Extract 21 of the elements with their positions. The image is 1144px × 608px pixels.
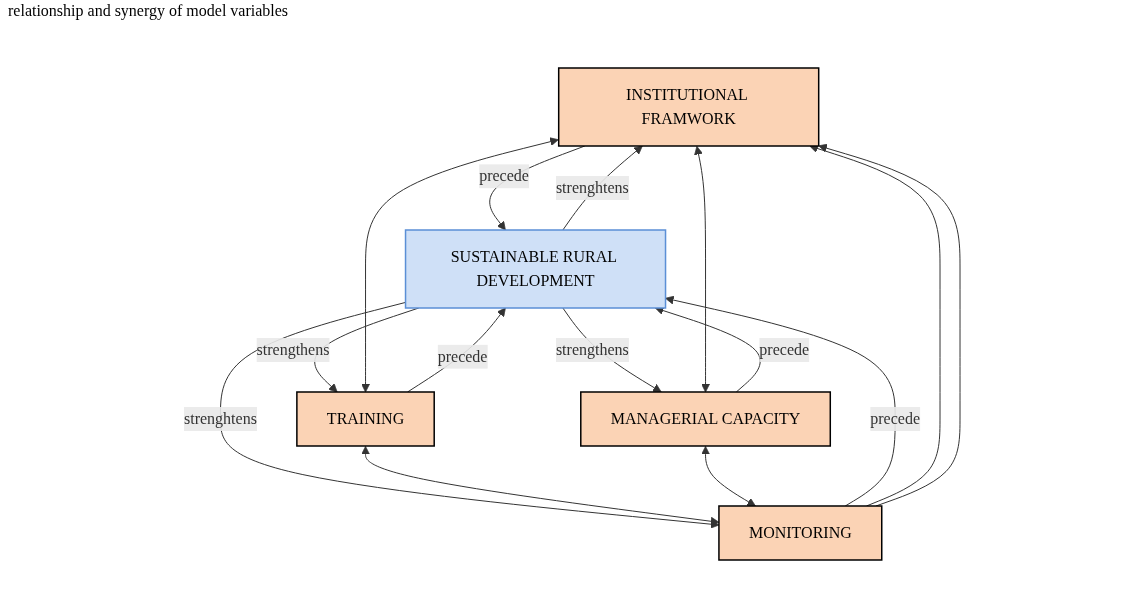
arrow [665, 295, 896, 507]
node-box: MANAGERIAL CAPACITY [580, 391, 831, 447]
node-box: TRAINING [296, 391, 435, 447]
edge-label: precede [437, 347, 488, 365]
arrow [361, 137, 559, 393]
edge-label: strenghtens [555, 179, 629, 196]
node-box: INSTITUTIONAL FRAMWORK [557, 67, 820, 147]
edge-label: strengthens [555, 341, 629, 358]
edge-label: strengthens [256, 341, 330, 358]
edge-label: precede [870, 410, 920, 427]
node-box: MONITORING [718, 505, 883, 561]
edge-label: precede [759, 341, 810, 358]
edge-label: strenghtens [183, 410, 257, 427]
arrow [407, 307, 506, 393]
arrow [818, 143, 961, 507]
arrow [694, 146, 710, 393]
arrow [809, 144, 941, 507]
edge-label: precede [479, 167, 529, 185]
node-box: SUSTAINABLE RURAL DEVELOPMENT [404, 229, 667, 309]
arrow [701, 446, 756, 507]
note-text: relationship and synergy of model variables [7, 1, 290, 22]
